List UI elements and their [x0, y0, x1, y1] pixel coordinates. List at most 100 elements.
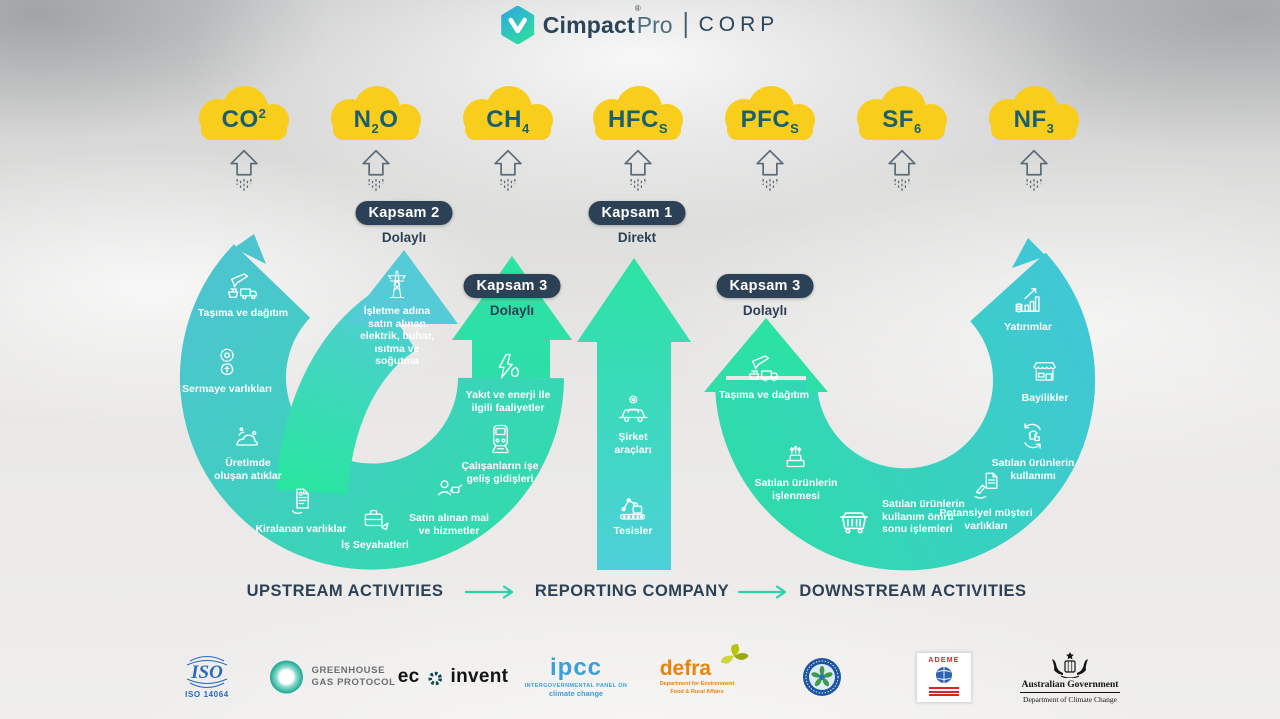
scope2-arrow	[276, 289, 417, 495]
epa-seal-icon	[803, 658, 841, 696]
activity-label: Tesisler	[613, 525, 653, 537]
ipcc-logo: ipcc INTERGOVERNMENTAL PANEL ON climate …	[525, 640, 628, 714]
upstream-arc-tail-tip	[234, 234, 266, 264]
iso-title: ISO	[190, 662, 223, 683]
brand-divider	[684, 12, 687, 38]
badge-pill: Kapsam 2	[355, 201, 453, 225]
cloud-shape: N2O	[320, 86, 432, 146]
activity-label: Yatırımlar	[1004, 321, 1052, 333]
ademe-caption-lines	[929, 686, 959, 698]
activity-label: Kiralanan varlıklar	[255, 523, 347, 535]
store-icon	[1027, 353, 1063, 389]
ademe-globe-icon	[936, 666, 952, 683]
scope1-arrow	[577, 258, 691, 570]
downstream-activities-label: DOWNSTREAM ACTIVITIES	[799, 582, 1027, 600]
badge-sublabel: Dolaylı	[742, 303, 788, 318]
badge-kapsam-3-upstream: Kapsam 3 Dolaylı	[463, 274, 561, 318]
gas-formula: CH4	[486, 106, 530, 136]
ghg-line1: GREENHOUSE	[311, 664, 386, 676]
activity-tasima-ve-dagitim-upstream: Taşıma ve dağıtım	[198, 268, 288, 320]
activity-tasima-ve-dagitim-downstream: Taşıma ve dağıtım	[719, 350, 809, 402]
scope3-downstream-arrow	[704, 318, 828, 392]
gas-cloud-sf6: SF6	[846, 86, 958, 197]
cloud-shape: PFCS	[714, 86, 826, 146]
cloud-shape: CO2	[188, 86, 300, 146]
ausgov-rule	[1020, 691, 1120, 693]
ademe-title: ADEME	[928, 656, 960, 664]
activity-is-seyahatleri: İş Seyahatleri	[341, 500, 409, 552]
badge-pill: Kapsam 3	[463, 274, 561, 298]
shirt-icon	[1015, 418, 1051, 454]
transport-icon	[746, 350, 782, 386]
transport-icon	[225, 268, 261, 304]
ghg-protocol-logo: GREENHOUSE GAS PROTOCOL	[268, 640, 395, 714]
defra-leaf-icon	[720, 644, 749, 664]
gas-cloud-hfcs: HFCS	[582, 86, 694, 197]
badge-sublabel: Dolaylı	[489, 303, 535, 318]
brand-product: Pro	[636, 11, 673, 38]
activity-label: Bayilikler	[1021, 392, 1069, 404]
flow-arrow-icon	[464, 585, 514, 599]
iso-globe-icon: ISO	[186, 655, 228, 689]
gas-cloud-co2: CO2	[188, 86, 300, 197]
ipcc-title: ipcc	[549, 654, 603, 681]
iso-logo: ISO ISO 14064	[181, 640, 233, 714]
ausgov-title: Australian Government	[1021, 679, 1119, 690]
ademe-logo: ADEME	[916, 640, 972, 714]
cloud-shape: HFCS	[582, 86, 694, 146]
dumpster-icon	[833, 496, 875, 538]
australian-government-logo: Australian Government Department of Clim…	[1020, 640, 1120, 714]
gas-cloud-nf3: NF3	[978, 86, 1090, 197]
ghg-protocol-icon	[269, 660, 303, 694]
brand-hexagon-icon	[501, 6, 535, 44]
scope2-arrowhead	[346, 250, 458, 324]
defra-subtitle2: Food & Rural Affairs	[670, 688, 724, 695]
upstream-arc	[180, 244, 564, 570]
gas-cloud-ch4: CH4	[452, 86, 564, 197]
badge-sublabel: Dolaylı	[381, 230, 427, 245]
pylon-icon	[379, 266, 415, 302]
ghg-line2: GAS PROTOCOL	[311, 677, 396, 688]
upstream-activities-label: UPSTREAM ACTIVITIES	[246, 582, 444, 600]
accreditation-logos-row: ISO ISO 14064 GREENHOUSE GAS PROTOCOL ec	[0, 640, 1280, 714]
brand-logo: Cimpact®Pro CORP	[501, 4, 780, 44]
fuel-icon	[490, 350, 526, 386]
activity-kiralanan-varliklar: Kiralanan varlıklar	[255, 484, 347, 536]
cargear-icon	[615, 392, 651, 428]
activity-label: İş Seyahatleri	[341, 539, 409, 551]
epa-seal-logo	[802, 640, 842, 714]
waste-icon	[230, 418, 266, 454]
badge-sublabel: Direkt	[617, 230, 657, 245]
downstream-arc-tail-tip	[1012, 238, 1046, 268]
australian-coat-of-arms-icon	[1052, 651, 1088, 678]
gas-formula: N2O	[353, 106, 399, 136]
ipcc-subtitle1: INTERGOVERNMENTAL PANEL ON	[524, 683, 628, 689]
ipcc-subtitle2: climate change	[548, 689, 604, 698]
scope3-upstream-arrow	[452, 256, 572, 378]
activity-tesisler: Tesisler	[613, 486, 653, 538]
activity-label: Taşıma ve dağıtım	[197, 307, 289, 319]
reporting-company-label: REPORTING COMPANY	[534, 582, 730, 600]
gas-formula: NF3	[1013, 106, 1055, 136]
gas-cloud-pfcs: PFCS	[714, 86, 826, 197]
gas-formula: HFCS	[608, 106, 668, 136]
flow-arrow-icon	[737, 585, 787, 599]
activity-yatirimlar: Yatırımlar	[1004, 282, 1052, 334]
leased-icon	[283, 484, 319, 520]
ausgov-department: Department of Climate Change	[1023, 694, 1117, 704]
cloud-shape: NF3	[978, 86, 1090, 146]
